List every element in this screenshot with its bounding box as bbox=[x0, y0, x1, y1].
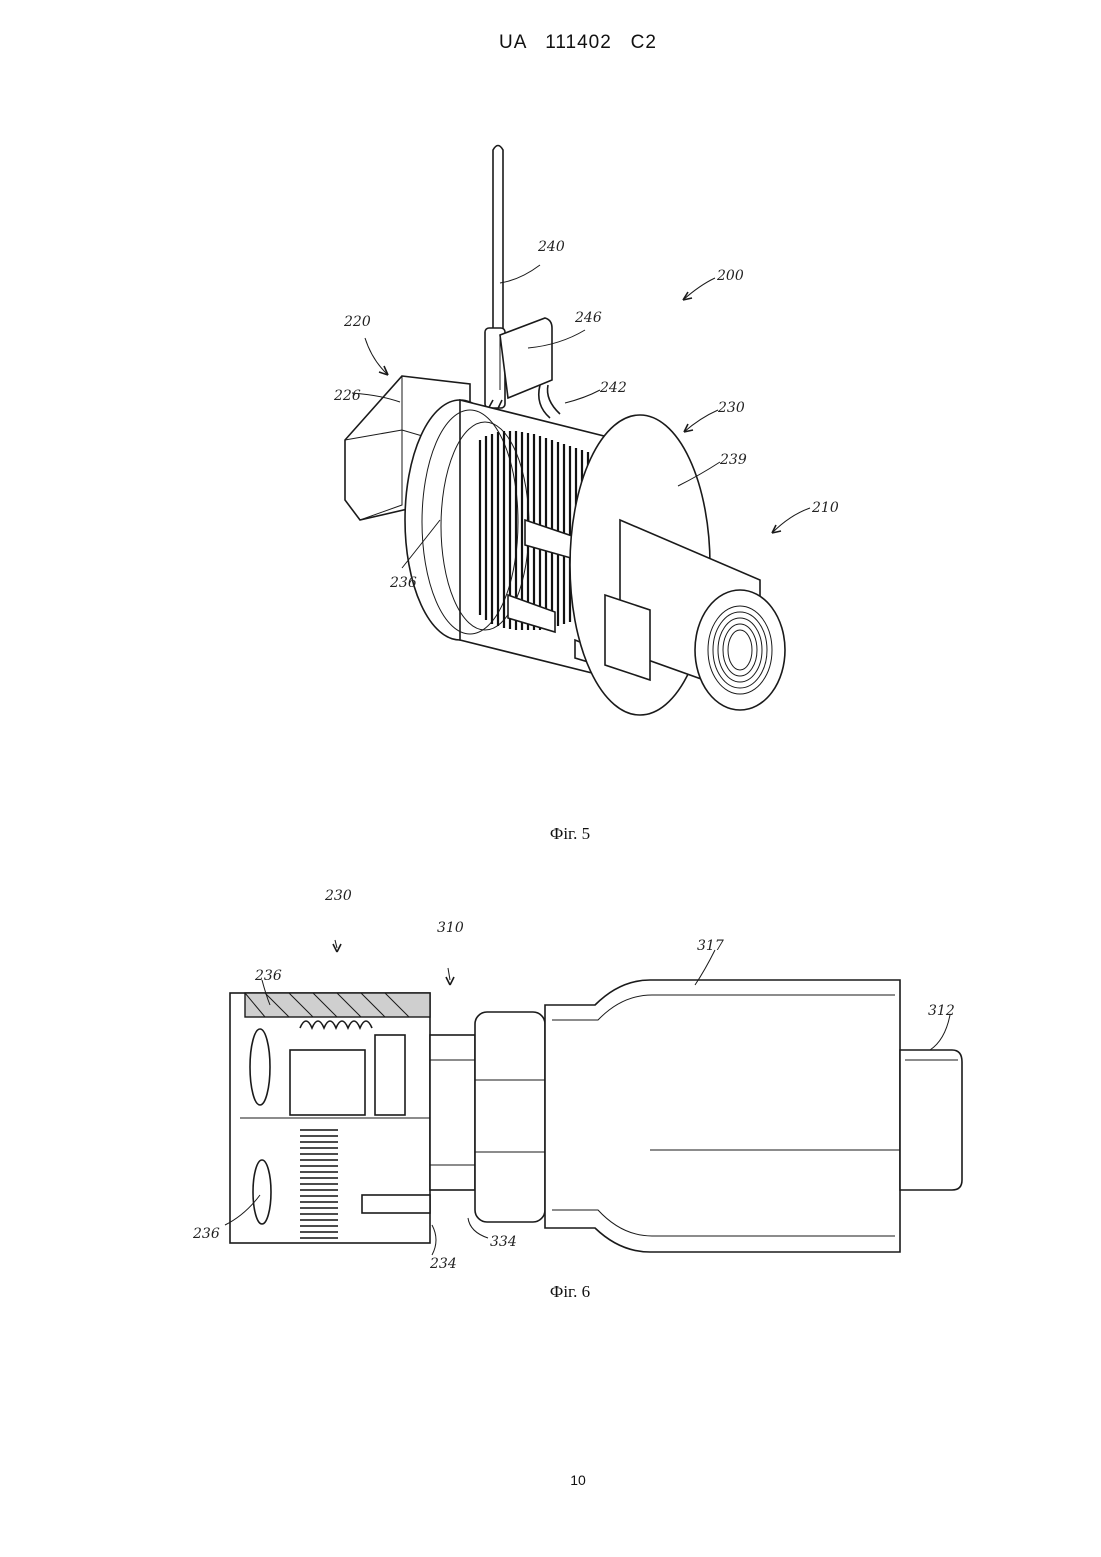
ref-334: 334 bbox=[490, 1234, 517, 1250]
tag-plate bbox=[500, 318, 552, 398]
ref-240: 240 bbox=[537, 239, 565, 255]
ferrule-317 bbox=[545, 980, 900, 1252]
ref-246: 246 bbox=[574, 310, 602, 326]
ref-226: 226 bbox=[333, 388, 361, 404]
coupler-housing bbox=[230, 993, 430, 1243]
ref-312: 312 bbox=[928, 1003, 955, 1019]
figure-5-caption: Фіг. 5 bbox=[0, 824, 1101, 844]
hex-nut-334 bbox=[475, 1012, 545, 1222]
ref-236-top: 236 bbox=[254, 968, 282, 984]
figure-6-drawing: 230 310 317 236 312 236 334 234 bbox=[0, 870, 1101, 1310]
figure-6-caption: Фіг. 6 bbox=[0, 1282, 1101, 1302]
page-number: 10 bbox=[0, 1472, 1101, 1488]
ref-317: 317 bbox=[697, 938, 724, 954]
ref-230-fig6: 230 bbox=[324, 888, 352, 904]
ref-200: 200 bbox=[716, 268, 744, 284]
ref-220: 220 bbox=[343, 314, 371, 330]
ref-242: 242 bbox=[599, 380, 627, 396]
ref-210: 210 bbox=[811, 500, 839, 516]
figure-5-drawing: 240 200 220 246 226 242 230 239 210 236 bbox=[0, 0, 1101, 800]
ref-236-bottom: 236 bbox=[192, 1226, 220, 1242]
ref-234: 234 bbox=[429, 1256, 457, 1272]
hose-end-312 bbox=[900, 1050, 962, 1190]
stem-310 bbox=[430, 1035, 475, 1190]
ref-230: 230 bbox=[717, 400, 745, 416]
ref-239: 239 bbox=[719, 452, 747, 468]
probe-pin bbox=[485, 146, 505, 409]
ref-236: 236 bbox=[389, 575, 417, 591]
ref-310: 310 bbox=[437, 920, 464, 936]
